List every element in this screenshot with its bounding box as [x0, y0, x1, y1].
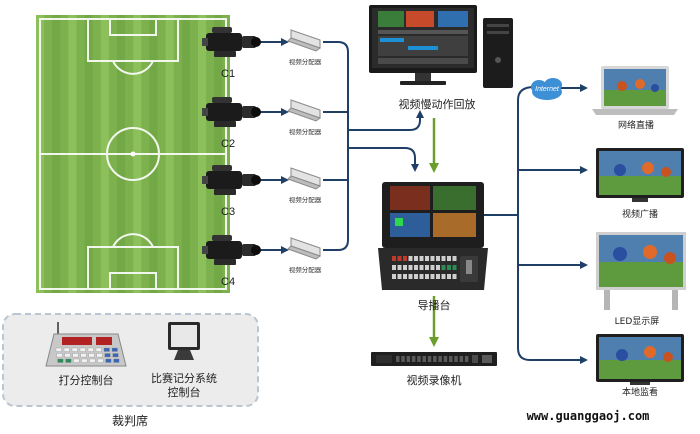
camera-icon: [202, 235, 261, 265]
output-label-led: LED显示屏: [615, 316, 660, 327]
splitter-label: 视频分配器: [289, 195, 322, 204]
splitter-icon: [287, 99, 322, 122]
scoring-console-icon: [45, 322, 127, 367]
camera-label: C3: [221, 206, 235, 218]
camera-icon: [202, 97, 261, 127]
camera-label: C1: [221, 68, 235, 80]
splitter-label: 视频分配器: [289, 57, 322, 66]
internet-label: Internet: [535, 86, 560, 93]
splitter-icon: [287, 237, 322, 260]
internet-cloud-icon: [531, 78, 562, 100]
led-screen-icon: [596, 232, 686, 310]
local-monitor-icon: [596, 334, 684, 385]
splitter-label: 视频分配器: [289, 127, 322, 136]
scoreboard-console-icon: [168, 322, 200, 360]
switcher-label: 导播台: [418, 298, 451, 312]
website-url: www.guanggaoj.com: [527, 409, 650, 423]
switcher-device: [378, 182, 488, 290]
scoreboard-console-label-2: 控制台: [168, 385, 201, 399]
camera-label: C4: [221, 276, 235, 288]
connection-lines: [258, 38, 588, 364]
slowmo-workstation: [369, 5, 513, 88]
splitter-icon: [287, 29, 322, 52]
camera-label: C2: [221, 138, 235, 150]
recorder-label: 视频录像机: [407, 373, 462, 387]
scoreboard-console-label-1: 比赛记分系统: [151, 371, 217, 385]
recorder-device: [371, 352, 497, 366]
splitter-label: 视频分配器: [289, 265, 322, 274]
output-label-local: 本地监看: [622, 386, 658, 398]
referee-area: [2, 313, 259, 407]
referee-title: 裁判席: [112, 413, 148, 428]
slowmo-label: 视频慢动作回放: [399, 97, 476, 111]
laptop-icon: [592, 66, 678, 115]
camera-icon: [202, 27, 261, 57]
scoring-console-label: 打分控制台: [59, 373, 114, 387]
output-label-web: 网络直播: [618, 119, 654, 131]
splitter-icon: [287, 167, 322, 190]
football-field: [36, 15, 230, 293]
tv-icon: [596, 148, 684, 202]
camera-icon: [202, 165, 261, 195]
output-label-broadcast: 视频广播: [622, 208, 658, 220]
